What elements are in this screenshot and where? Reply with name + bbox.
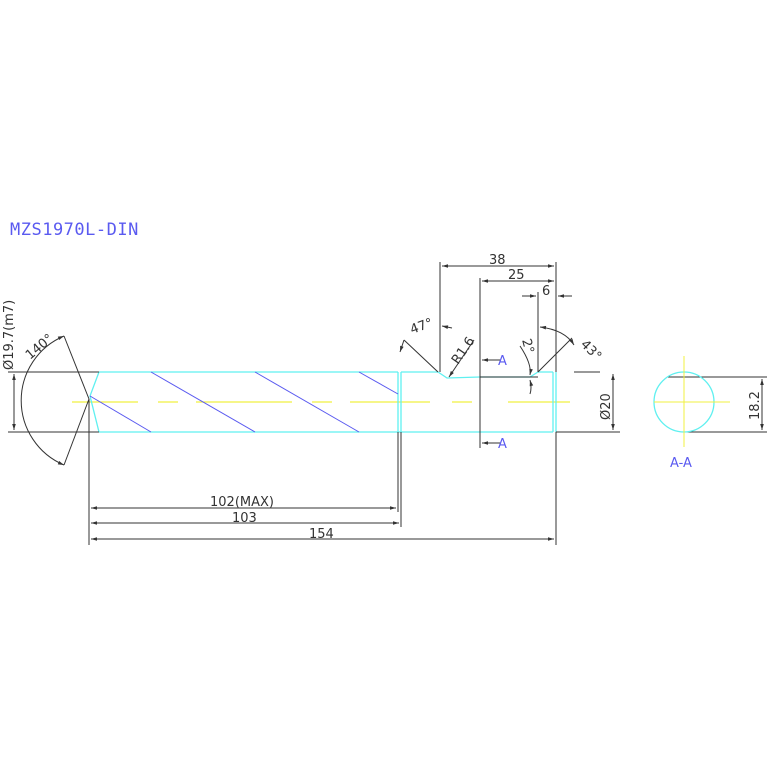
section-view xyxy=(653,356,730,447)
section-label: A-A xyxy=(670,456,692,471)
dim-38: 38 xyxy=(489,253,506,268)
dim-angle-47: 47° xyxy=(408,316,435,338)
flute-lines xyxy=(89,371,399,433)
dim-angle-2: 2° xyxy=(518,337,536,355)
dim-25: 25 xyxy=(508,268,525,283)
dim-total-length: 154 xyxy=(309,527,334,542)
dim-point-angle: 140° xyxy=(23,331,57,363)
drawing-title: MZS1970L-DIN xyxy=(10,220,139,240)
dim-flute-length: 103 xyxy=(232,511,257,526)
dim-shank-diameter: Ø20 xyxy=(599,393,614,420)
section-marker-bottom: A xyxy=(498,437,507,452)
dim-radius: R1.6 xyxy=(449,334,478,367)
dim-angle-43: 43° xyxy=(577,337,604,364)
dimension-lines xyxy=(8,262,767,545)
dim-flute-max: 102(MAX) xyxy=(210,495,274,510)
dim-6: 6 xyxy=(542,284,550,299)
dim-section-flat: 18.2 xyxy=(748,391,763,420)
dim-tip-diameter: Ø19.7(m7) xyxy=(2,300,17,370)
section-marker-top: A xyxy=(498,354,507,369)
